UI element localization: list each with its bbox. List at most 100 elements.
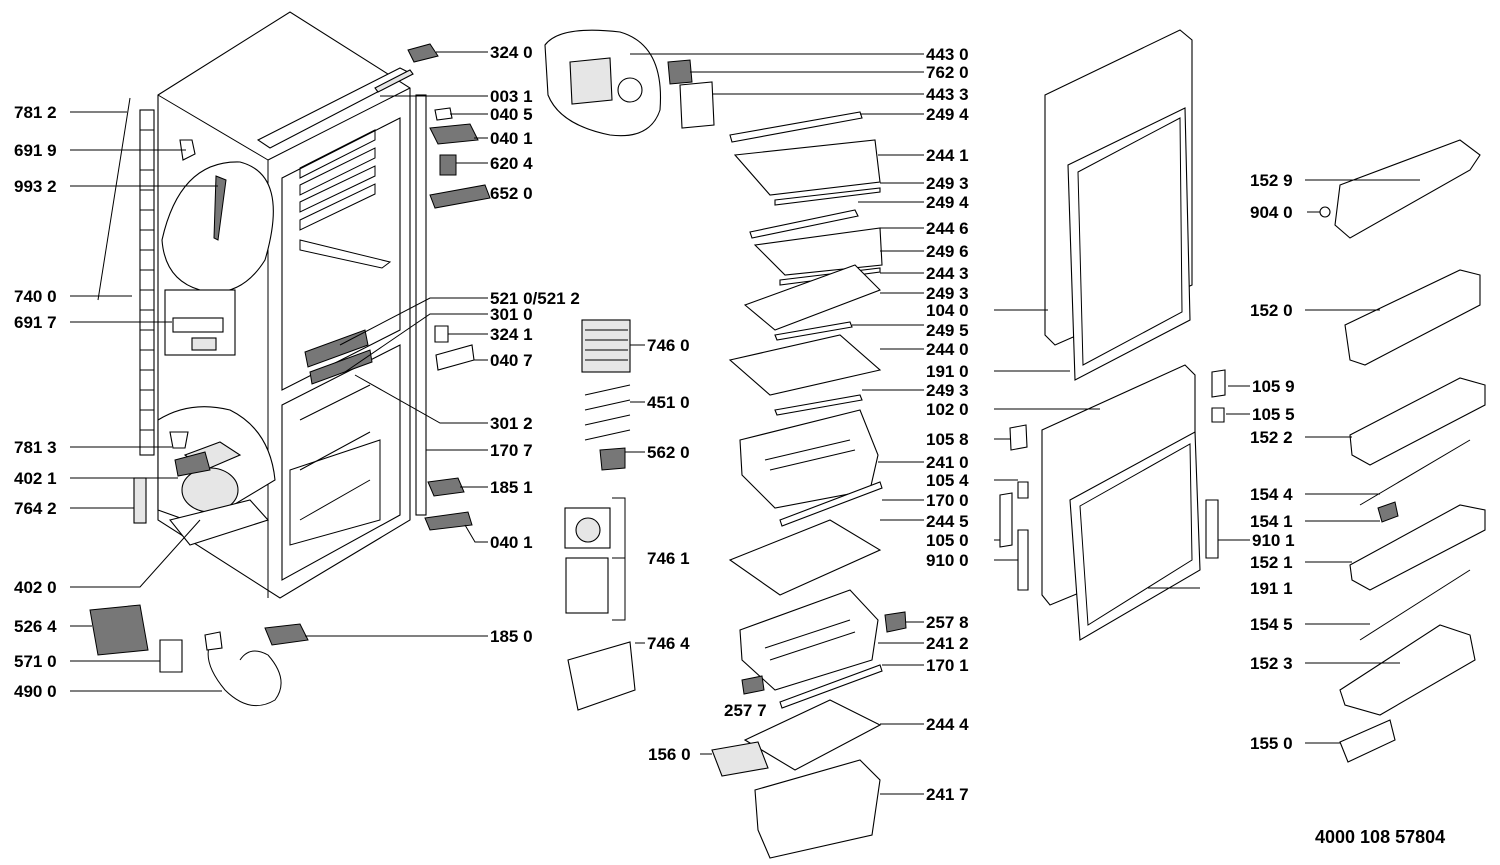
label-152-3: 152 3 (1250, 654, 1293, 673)
drawer-241-0-grid (764, 439, 856, 471)
cabinet-group (97, 11, 414, 599)
loose-parts-left (89, 604, 309, 707)
trim-170-0 (779, 481, 883, 527)
label-402-0: 402 0 (14, 578, 57, 597)
label-910-0: 910 0 (926, 551, 969, 570)
cover-443-3 (679, 81, 715, 129)
rod-781-2 (97, 97, 131, 301)
handle-910-1 (1205, 499, 1219, 559)
label-154-1: 154 1 (1250, 512, 1293, 531)
drawer-241-7 (754, 759, 881, 859)
label-324-0: 324 0 (490, 43, 533, 62)
label-244-3: 244 3 (926, 264, 969, 283)
relay-571-0 (159, 639, 183, 673)
clip-257-8 (884, 611, 907, 633)
label-040-5: 040 5 (490, 105, 533, 124)
shelf-trim-249-3-c (774, 394, 863, 416)
ice-tray-156-0 (711, 741, 769, 777)
plate-185-0 (264, 623, 309, 646)
bin-152-2 (1349, 377, 1486, 466)
probe-993-2 (213, 175, 227, 241)
cap-040-5 (434, 107, 453, 121)
hinge-parts (304, 43, 491, 531)
label-910-1: 910 1 (1252, 531, 1295, 550)
part-105-5 (1211, 407, 1225, 423)
label-526-4: 526 4 (14, 617, 57, 636)
label-241-2: 241 2 (926, 634, 969, 653)
label-241-0: 241 0 (926, 453, 969, 472)
label-102-0: 102 0 (926, 400, 969, 419)
trim-170-1 (779, 664, 883, 709)
strip-040-7 (435, 344, 475, 371)
label-170-0: 170 0 (926, 491, 969, 510)
handle-105-0 (999, 492, 1013, 548)
shelf-trim-249-5 (774, 321, 853, 341)
label-762-0: 762 0 (926, 63, 969, 82)
label-301-0: 301 0 (490, 305, 533, 324)
label-105-0: 105 0 (926, 531, 969, 550)
label-154-4: 154 4 (1250, 485, 1293, 504)
power-cord-490-0 (207, 639, 282, 707)
cabinet-shelf-lines (289, 129, 392, 546)
drawer-241-2-grid (764, 619, 856, 661)
label-740-0: 740 0 (14, 287, 57, 306)
shelf-trim-249-3-a (774, 187, 881, 206)
label-443-0: 443 0 (926, 45, 969, 64)
drier-764-2 (133, 477, 147, 524)
part-620-4 (439, 154, 457, 176)
clip-691-9 (179, 139, 196, 161)
label-244-1: 244 1 (926, 146, 969, 165)
label-781-2-top: 781 2 (14, 103, 57, 122)
label-185-1: 185 1 (490, 478, 533, 497)
shelf-244-6 (753, 227, 883, 276)
part-105-4 (1017, 481, 1029, 499)
hinge-105-8 (1009, 424, 1028, 451)
glass-244-4 (743, 699, 882, 771)
part-labels: 781 2 691 9 993 2 740 0 691 7 781 3 402 … (14, 43, 1295, 804)
bracket-652-0 (429, 184, 491, 209)
filter-762-0 (667, 59, 693, 85)
heater-451-0 (584, 384, 631, 441)
control-panel-521-0 (304, 329, 369, 368)
rail-154-5 (1359, 569, 1471, 641)
label-249-3-c: 249 3 (926, 381, 969, 400)
shelf-trim-249-4-a (729, 111, 863, 143)
upper-gasket-191-0 (1067, 107, 1191, 381)
fan-746-1 (575, 517, 601, 543)
label-244-5: 244 5 (926, 512, 969, 531)
shelf-trim-249-4-b (749, 209, 859, 239)
bin-152-0 (1344, 269, 1481, 366)
label-571-0: 571 0 (14, 652, 57, 671)
fan-motor (617, 77, 643, 103)
label-904-0: 904 0 (1250, 203, 1293, 222)
bin-152-1 (1349, 504, 1486, 591)
label-154-5: 154 5 (1250, 615, 1293, 634)
document-number: 4000 108 57804 (1315, 827, 1445, 847)
clip-257-7 (741, 675, 765, 695)
label-691-7: 691 7 (14, 313, 57, 332)
label-191-1: 191 1 (1250, 579, 1293, 598)
hinge-040-1-top (429, 123, 479, 145)
fan-unit-443-0 (569, 57, 613, 105)
label-105-9: 105 9 (1252, 377, 1295, 396)
label-249-3-a: 249 3 (926, 174, 969, 193)
label-781-3: 781 3 (14, 438, 57, 457)
label-764-2: 764 2 (14, 499, 57, 518)
label-104-0: 104 0 (926, 301, 969, 320)
cup-781-3 (169, 431, 189, 449)
label-620-4: 620 4 (490, 154, 533, 173)
label-040-1-top: 040 1 (490, 129, 533, 148)
shelf-244-1 (733, 139, 881, 196)
hinge-040-1-bottom (424, 511, 473, 531)
handle-910-0 (1017, 529, 1029, 591)
plug-490-0 (204, 631, 223, 651)
glass-244-5 (728, 519, 882, 596)
dairy-cover-152-9 (1334, 139, 1481, 239)
shelf-244-3 (743, 264, 881, 331)
label-040-7: 040 7 (490, 351, 533, 370)
clip-154-1 (1377, 501, 1399, 523)
label-156-0: 156 0 (648, 745, 691, 764)
block-324-1 (434, 325, 449, 343)
label-249-3-b: 249 3 (926, 284, 969, 303)
